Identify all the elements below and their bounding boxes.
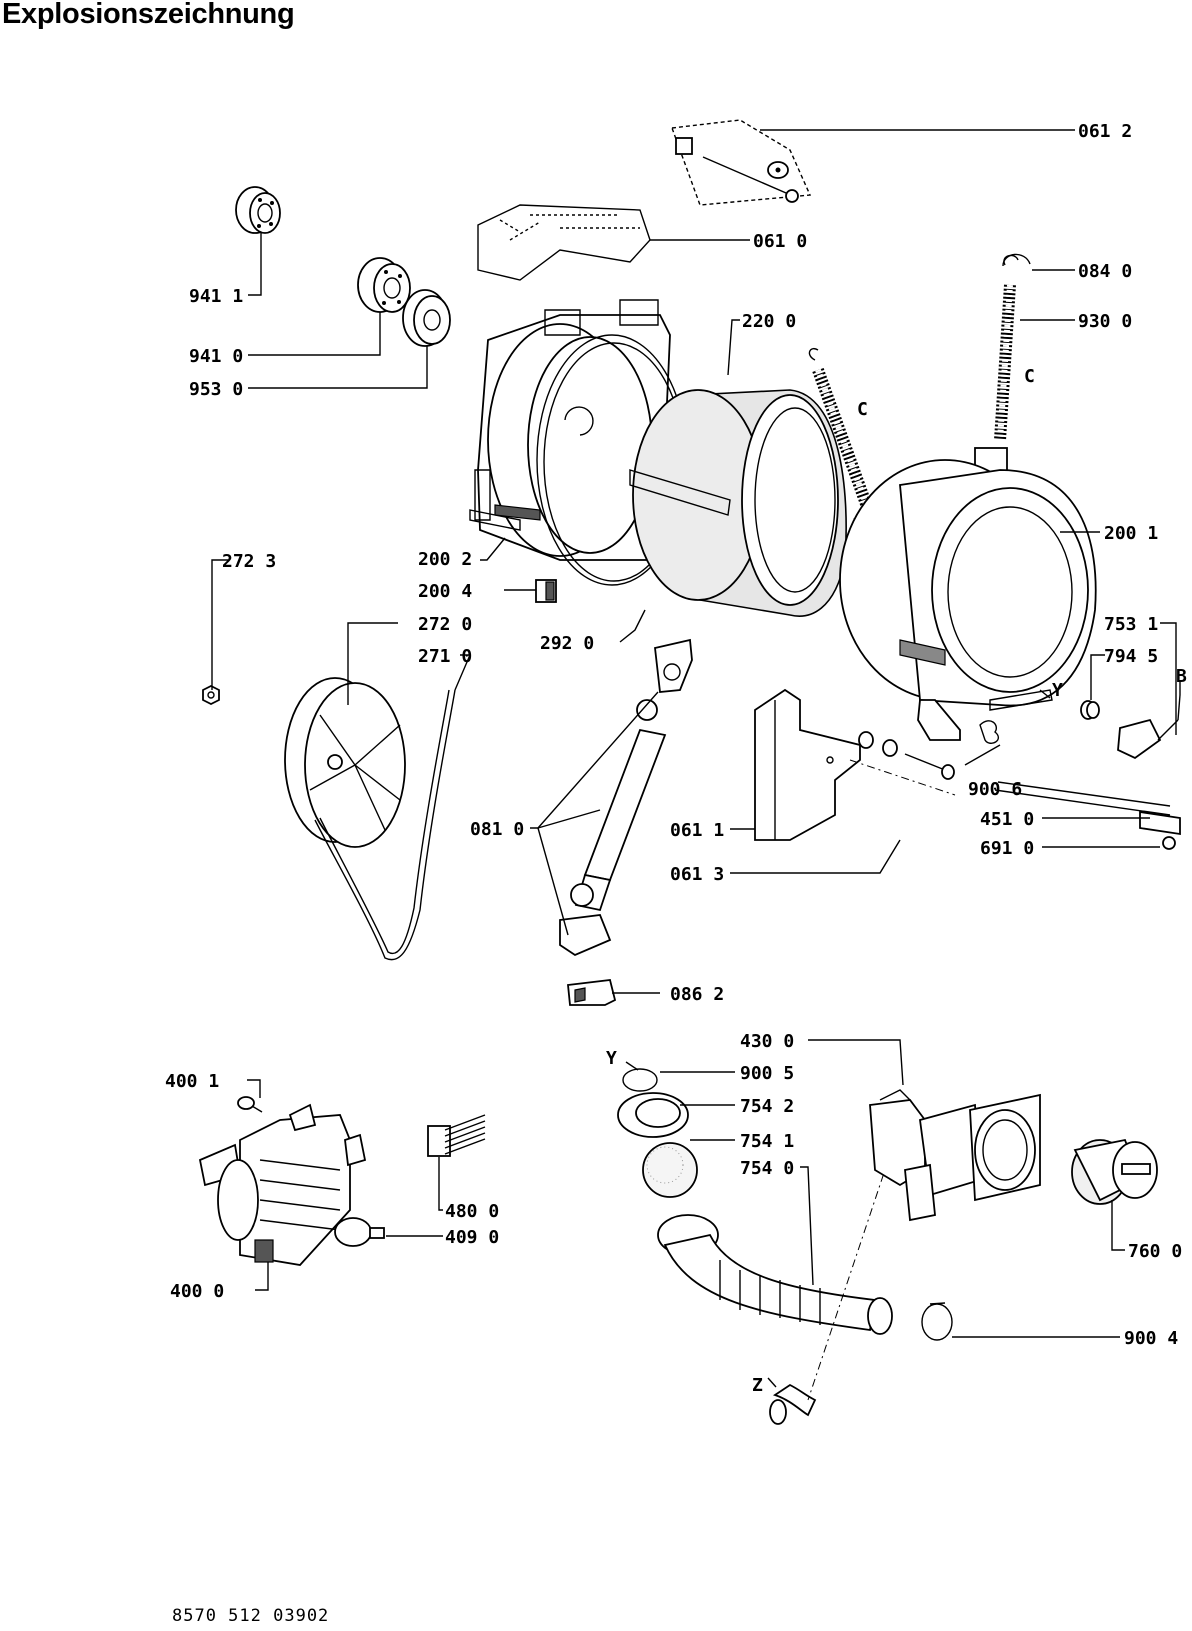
label-200-1: 200 1 <box>1104 523 1158 544</box>
label-941-0: 941 0 <box>189 346 243 367</box>
label-941-1: 941 1 <box>189 286 243 307</box>
label-272-3: 272 3 <box>222 551 276 572</box>
label-200-2: 200 2 <box>418 549 472 570</box>
part-061-0 <box>477 204 651 281</box>
label-084-0: 084 0 <box>1078 261 1132 282</box>
part-400-0-motor <box>198 1103 372 1266</box>
page-title: Explosionszeichnung <box>2 0 295 30</box>
label-400-0: 400 0 <box>170 1281 224 1302</box>
part-691-0-nut <box>1162 836 1176 850</box>
label-754-0: 754 0 <box>740 1158 794 1179</box>
label-930-0: 930 0 <box>1078 311 1132 332</box>
part-941-1-bearing <box>235 186 281 234</box>
part-200-4-clip <box>535 579 557 603</box>
part-061-1-counterweight <box>754 688 861 841</box>
label-081-0: 081 0 <box>470 819 524 840</box>
label-c-left: C <box>857 399 868 420</box>
part-200-2-rear-tub <box>469 299 671 561</box>
document-code: 8570 512 03902 <box>172 1606 330 1626</box>
part-272-0-pulley <box>284 677 406 848</box>
label-z: Z <box>752 1375 763 1396</box>
part-754-1-ball <box>642 1142 698 1198</box>
label-760-0: 760 0 <box>1128 1241 1182 1262</box>
part-272-3-nut <box>202 684 220 706</box>
label-200-4: 200 4 <box>418 581 472 602</box>
part-941-0-bearing <box>357 257 411 313</box>
part-754-0-hose <box>657 1214 893 1335</box>
part-200-1-front-tub <box>839 459 1097 741</box>
label-220-0: 220 0 <box>742 311 796 332</box>
label-754-2: 754 2 <box>740 1096 794 1117</box>
label-953-0: 953 0 <box>189 379 243 400</box>
label-086-2: 086 2 <box>670 984 724 1005</box>
part-z-hose-end <box>769 1383 817 1425</box>
part-760-0-filter <box>1071 1138 1158 1205</box>
part-754-2-gasket <box>617 1092 689 1138</box>
label-754-1: 754 1 <box>740 1131 794 1152</box>
part-480-0-brush-connector <box>427 1114 486 1157</box>
label-691-0: 691 0 <box>980 838 1034 859</box>
part-271-0-belt <box>314 689 456 961</box>
label-292-0: 292 0 <box>540 633 594 654</box>
label-794-5: 794 5 <box>1104 646 1158 667</box>
label-271-0: 271 0 <box>418 646 472 667</box>
label-061-0: 061 0 <box>753 231 807 252</box>
part-400-1-screw <box>237 1096 263 1113</box>
part-061-2 <box>671 119 812 206</box>
part-900-6-clip <box>979 720 1000 744</box>
part-086-2-bracket <box>567 979 617 1006</box>
label-y-upper: Y <box>1052 680 1063 701</box>
label-272-0: 272 0 <box>418 614 472 635</box>
label-061-2: 061 2 <box>1078 121 1132 142</box>
part-794-5-bushing <box>1080 700 1100 720</box>
label-900-4: 900 4 <box>1124 1328 1178 1349</box>
part-953-0-seal <box>402 289 451 347</box>
label-c-right: C <box>1024 366 1035 387</box>
part-930-0-spring-right <box>974 254 1019 481</box>
leader-lines <box>211 129 1181 1388</box>
centerline-hose <box>807 1139 896 1401</box>
label-753-1: 753 1 <box>1104 614 1158 635</box>
callout-labels: 061 2 061 0 084 0 941 1 220 0 930 0 941 … <box>165 121 1187 1396</box>
part-084-0-hook <box>1002 253 1031 267</box>
part-081-0-shock-absorber <box>559 638 693 957</box>
label-430-0: 430 0 <box>740 1031 794 1052</box>
label-900-6: 900 6 <box>968 779 1022 800</box>
label-409-0: 409 0 <box>445 1227 499 1248</box>
label-y-lower: Y <box>606 1048 617 1069</box>
label-b: B <box>1176 666 1187 687</box>
part-220-0-drum <box>629 389 847 617</box>
label-400-1: 400 1 <box>165 1071 219 1092</box>
label-451-0: 451 0 <box>980 809 1034 830</box>
label-900-5: 900 5 <box>740 1063 794 1084</box>
part-430-0-pump <box>869 1089 1041 1222</box>
label-061-3: 061 3 <box>670 864 724 885</box>
part-900-4-clamp <box>921 1302 953 1341</box>
part-900-5-ring <box>622 1068 658 1092</box>
label-480-0: 480 0 <box>445 1201 499 1222</box>
part-753-1-sensor <box>1117 694 1181 760</box>
label-061-1: 061 1 <box>670 820 724 841</box>
part-409-0-plug <box>369 1227 385 1239</box>
part-061-3-screw-set <box>849 731 956 796</box>
